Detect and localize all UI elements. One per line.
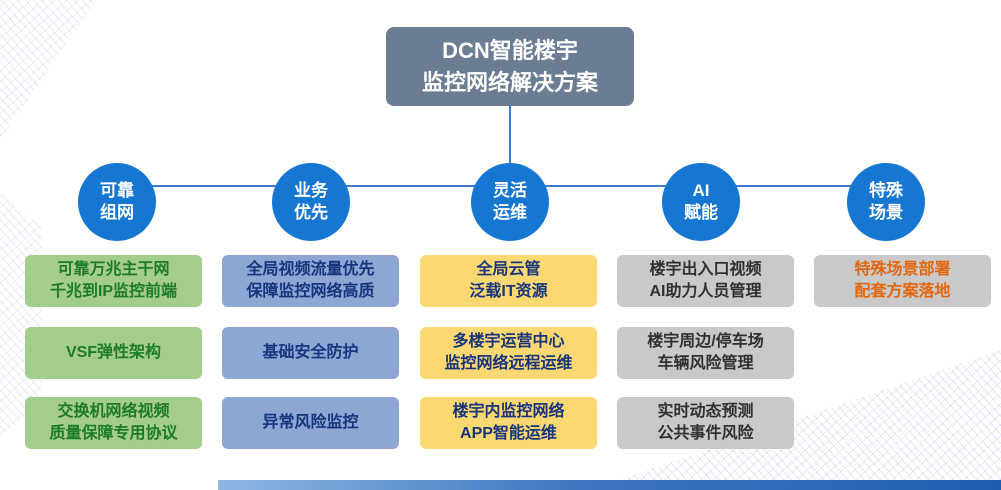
item-box-public-event-prediction: 实时动态预测 公共事件风险 xyxy=(617,397,794,449)
item-box-switch-video-protocol: 交换机网络视频 质量保障专用协议 xyxy=(25,397,202,449)
item-box-abnormal-risk-monitoring: 异常风险监控 xyxy=(222,397,399,449)
item-box-parking-vehicle-risk: 楼宇周边/停车场 车辆风险管理 xyxy=(617,327,794,379)
decor-bottom-bar xyxy=(218,480,1001,490)
branch-circle-reliable-networking: 可靠 组网 xyxy=(78,163,156,241)
branch-circle-flexible-operations: 灵活 运维 xyxy=(471,163,549,241)
item-box-video-traffic-priority: 全局视频流量优先 保障监控网络高质 xyxy=(222,255,399,307)
item-box-in-building-app-ops: 楼宇内监控网络 APP智能运维 xyxy=(420,397,597,449)
item-box-special-scenario-deployment: 特殊场景部署 配套方案落地 xyxy=(814,255,991,307)
item-box-basic-security: 基础安全防护 xyxy=(222,327,399,379)
item-box-entrance-video-ai: 楼宇出入口视频 AI助力人员管理 xyxy=(617,255,794,307)
item-box-global-cloud-management: 全局云管 泛载IT资源 xyxy=(420,255,597,307)
diagram-title: DCN智能楼宇 监控网络解决方案 xyxy=(386,27,634,106)
connector-title-vertical xyxy=(509,106,511,186)
branch-circle-special-scenarios: 特殊 场景 xyxy=(847,163,925,241)
decor-hatch-top-left xyxy=(0,0,102,152)
item-box-vsf-architecture: VSF弹性架构 xyxy=(25,327,202,379)
branch-circle-business-priority: 业务 优先 xyxy=(272,163,350,241)
item-box-backbone-network: 可靠万兆主干网 千兆到IP监控前端 xyxy=(25,255,202,307)
item-box-multi-building-remote-ops: 多楼宇运营中心 监控网络远程运维 xyxy=(420,327,597,379)
branch-circle-ai-empowerment: AI 赋能 xyxy=(662,163,740,241)
